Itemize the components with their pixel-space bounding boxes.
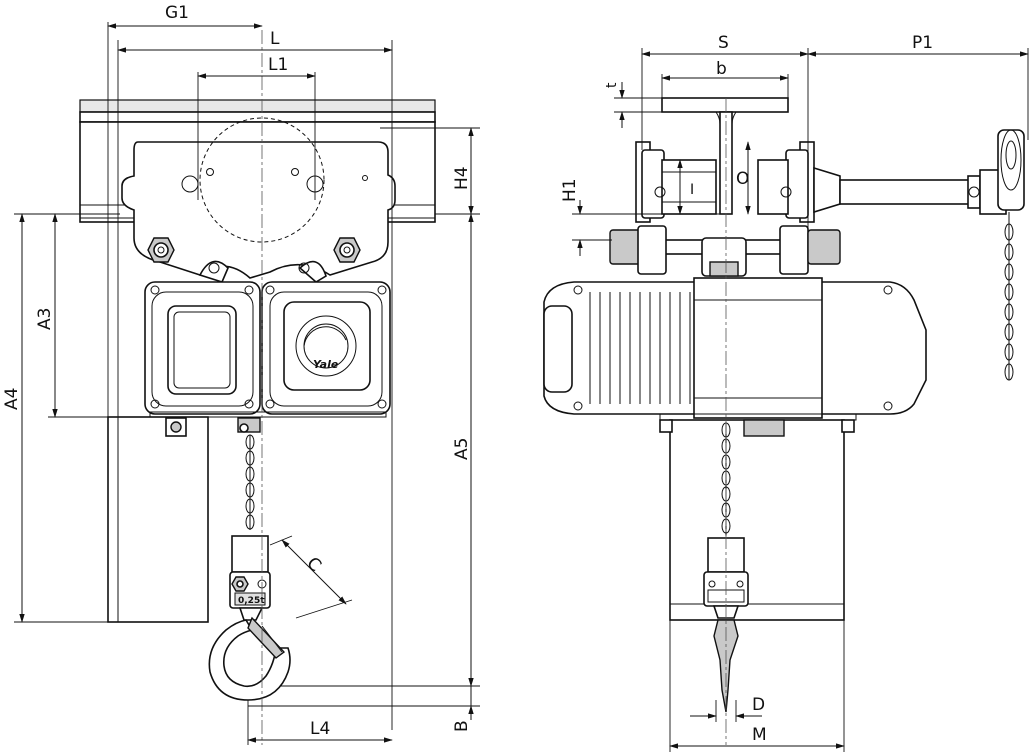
front-view: Yale	[2, 3, 480, 745]
label-A4: A4	[2, 388, 22, 410]
hook-block: 0,25t	[229, 535, 271, 621]
chain-box	[107, 416, 209, 623]
hook-side	[713, 619, 739, 713]
side-view: S P1 b t H1 I O D	[543, 33, 1029, 752]
label-M: M	[752, 725, 767, 745]
label-S: S	[718, 33, 729, 53]
load-chain	[237, 417, 261, 530]
label-H4: H4	[452, 166, 472, 190]
label-L1: L1	[268, 55, 288, 75]
trolley-bolt-right	[333, 237, 361, 263]
chain-box-side	[669, 419, 845, 621]
wheel-outline	[199, 117, 325, 243]
trolley-bolt-left	[147, 237, 175, 263]
label-B: B	[452, 720, 472, 732]
hoist-housing-right: Yale	[261, 281, 391, 415]
trolley-plate-right	[757, 141, 815, 223]
trolley-drive	[813, 129, 1025, 215]
hook	[208, 619, 291, 701]
trolley-plate-left	[635, 141, 717, 223]
label-t: t	[604, 82, 620, 88]
label-P1: P1	[912, 33, 933, 53]
motor-fins	[589, 292, 691, 404]
label-H1: H1	[560, 178, 580, 202]
hoist-body-side	[543, 277, 927, 421]
label-O: O	[736, 169, 749, 189]
label-A5: A5	[452, 438, 472, 460]
label-b: b	[716, 59, 727, 79]
hoist-housing-left	[144, 281, 261, 415]
capacity-marking: 0,25t	[238, 596, 265, 606]
beam-flange-lower	[79, 111, 436, 123]
hand-chain	[1004, 212, 1014, 381]
label-G1: G1	[165, 3, 189, 23]
label-C: C	[302, 553, 325, 576]
label-I: I	[690, 182, 694, 198]
beam-flange	[79, 99, 436, 113]
brand-marking: Yale	[313, 358, 339, 371]
suspension-bar	[609, 225, 841, 277]
label-L: L	[270, 29, 280, 49]
label-L4: L4	[310, 719, 330, 739]
label-A3: A3	[35, 308, 55, 330]
label-D: D	[752, 695, 765, 715]
